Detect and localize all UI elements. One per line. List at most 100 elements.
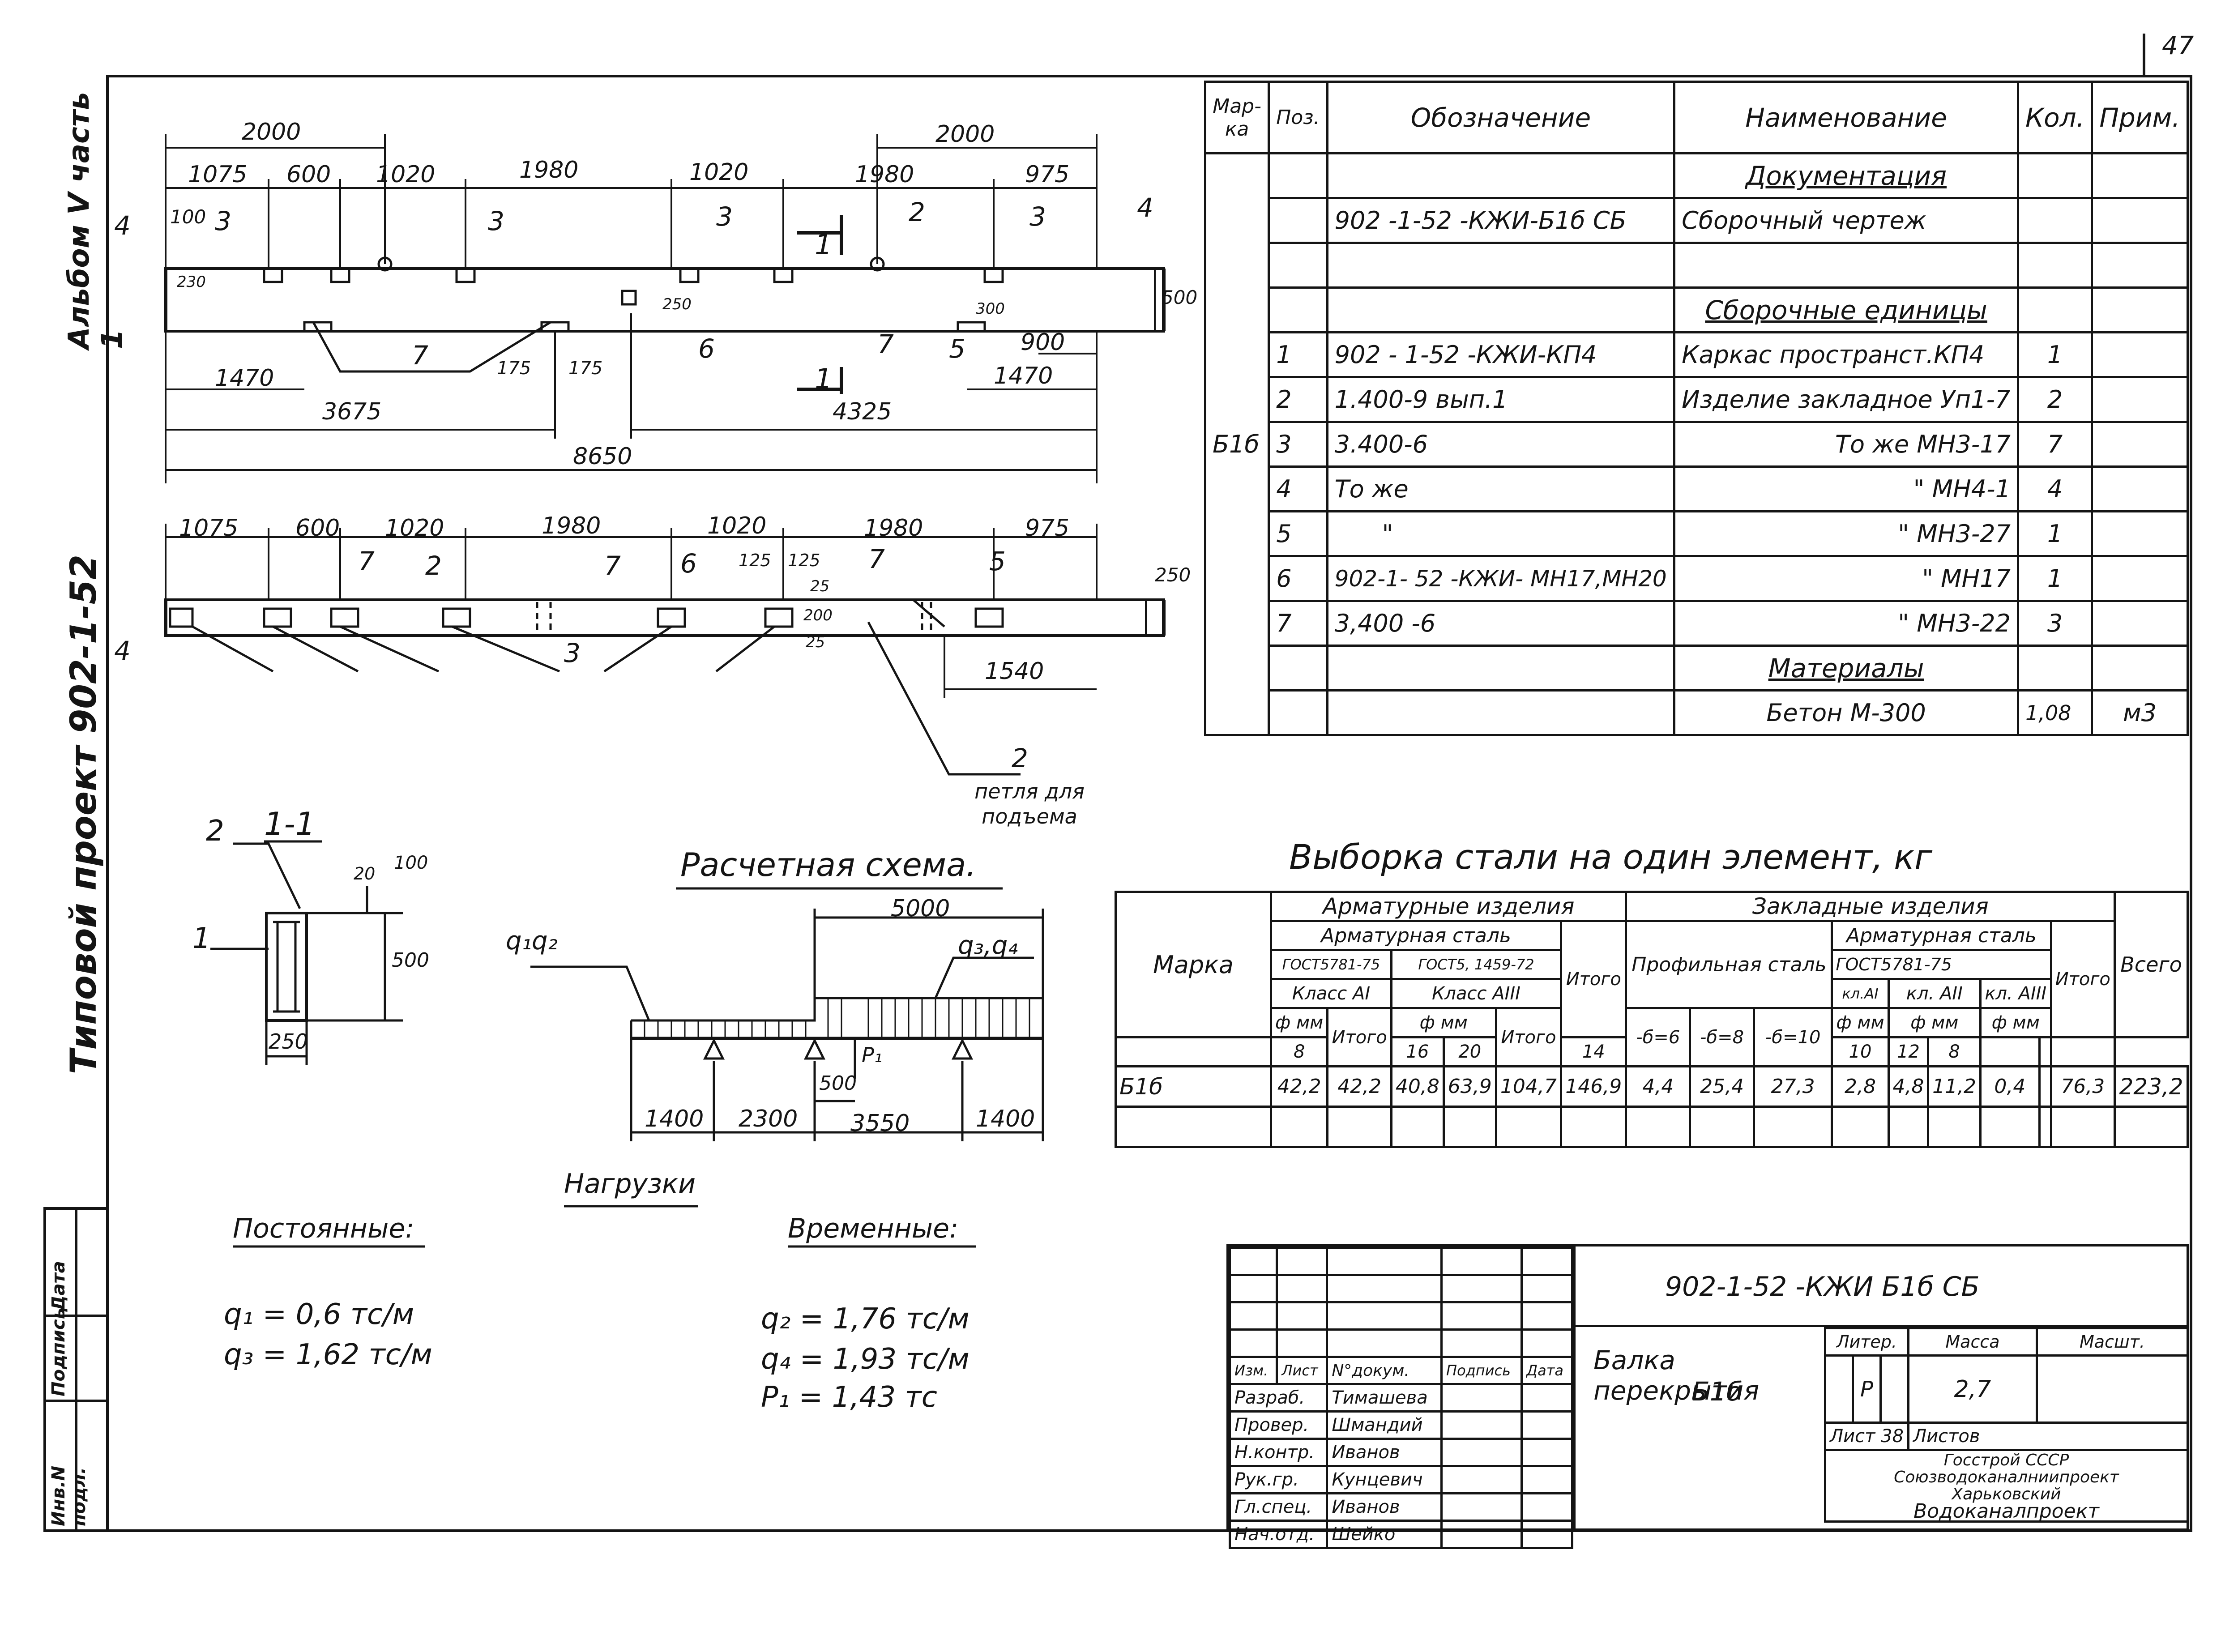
spec-row-doc: 902 -1-52 -КЖИ-Б1б СБ Сборочный чертеж <box>1205 197 2189 244</box>
section-dim-500: 500 <box>392 949 429 972</box>
table-row: 7 3,400 -6 " МН3-22 3 <box>1205 600 2189 647</box>
callout-4-right: 4 <box>1137 192 1153 223</box>
stamp-sign: Подпись <box>48 1308 69 1396</box>
table-row: Н.контр.Иванов <box>1228 1438 1573 1467</box>
callout-3d: 3 <box>1029 201 1046 232</box>
spec-row-units-section: Сборочные единицы <box>1205 286 2189 333</box>
drawing-name-mark: Б1б <box>1692 1376 1743 1407</box>
section-dim-20: 20 <box>354 864 376 884</box>
spec-row-doc-section: Б1б Документация <box>1204 152 2189 736</box>
vdim-230: 230 <box>177 273 206 291</box>
project-label: Типовой проект 902-1-52 <box>63 554 104 1074</box>
plan-dim-25a: 25 <box>810 577 830 595</box>
steel-table: Марка Арматурные изделия Закладные издел… <box>1115 891 2189 1148</box>
scheme-p-label: P₁ <box>862 1043 883 1067</box>
plan-callout-7a: 7 <box>358 546 375 576</box>
scheme-p-offset: 500 <box>819 1072 857 1095</box>
dim-1470-left: 1470 <box>215 365 274 392</box>
stamp-date: Дата <box>48 1261 69 1311</box>
steel-group-embed: Закладные изделия <box>1625 891 2116 922</box>
section-cut-top: 1 <box>815 228 833 261</box>
spec-row-materials-section: Материалы <box>1205 645 2189 692</box>
steel-group-reinf: Арматурные изделия <box>1269 891 1627 922</box>
plan-dim-975: 975 <box>1025 515 1070 542</box>
callout-7a: 7 <box>412 340 428 371</box>
dim-3675: 3675 <box>322 398 382 425</box>
scheme-span-2300: 2300 <box>739 1106 798 1132</box>
plan-callout-5: 5 <box>989 546 1006 576</box>
temporary-title: Временные: <box>788 1213 959 1244</box>
mass-value: 2,7 <box>1907 1354 2038 1424</box>
table-row: Б1б 42,2 42,2 40,8 63,9 104,7 146,9 4,4 … <box>1115 1065 2189 1108</box>
vdim-250: 250 <box>662 295 692 313</box>
steel-title: Выборка стали на один элемент, кг <box>1289 837 1933 877</box>
loads-title: Нагрузки <box>564 1168 696 1200</box>
doc-code: 902-1-52 -КЖИ Б1б СБ <box>1665 1271 1980 1302</box>
stamp-inv: Инв.N подл. <box>48 1465 90 1526</box>
plan-callout-4: 4 <box>114 636 131 666</box>
plan-callout-3: 3 <box>564 638 581 668</box>
table-row: Гл.спец.Иванов <box>1228 1492 1573 1522</box>
plan-dim-125a: 125 <box>739 551 771 570</box>
callout-3b: 3 <box>488 206 504 236</box>
dim-975: 975 <box>1025 161 1070 188</box>
table-row: Бетон М-300 1,08 м3 <box>1205 689 2189 736</box>
table-row: Нач.отд.Шейко <box>1228 1520 1573 1549</box>
load-q1: q₁ = 0,6 тс/м <box>224 1298 414 1331</box>
callout-3c: 3 <box>716 201 733 232</box>
plan-callout-7c: 7 <box>868 544 885 574</box>
dim-1980b: 1980 <box>855 161 914 188</box>
spec-header-row: Мар-ка Поз. Обозначение Наименование Кол… <box>1204 81 2189 154</box>
spec-head-designation: Обозначение <box>1326 81 1676 154</box>
section-cut-bottom: 1 <box>815 363 833 395</box>
plan-callout-7b: 7 <box>604 551 621 581</box>
plan-dim-25b: 25 <box>806 633 825 651</box>
section-dim-250: 250 <box>269 1029 308 1054</box>
section-title: 1-1 <box>264 806 316 842</box>
dim-1020a: 1020 <box>376 161 436 188</box>
spec-head-qty: Кол. <box>2016 81 2093 154</box>
dim-2000-right: 2000 <box>935 121 995 148</box>
spec-head-pos: Поз. <box>1268 81 1328 154</box>
title-block: Изм. Лист N°докум. Подпись Дата Разраб.Т… <box>1226 1244 2189 1549</box>
section-callout-2: 2 <box>206 815 224 848</box>
steel-head-total: Всего <box>2114 891 2189 1038</box>
spec-doc-designation: 902 -1-52 -КЖИ-Б1б СБ <box>1326 197 1676 244</box>
title-block-signatures: Изм. Лист N°докум. Подпись Дата Разраб.Т… <box>1228 1246 1573 1549</box>
table-row: 1 902 - 1-52 -КЖИ-КП4 Каркас пространст.… <box>1205 331 2189 378</box>
scheme-span-3550: 3550 <box>850 1110 910 1137</box>
plan-dim-600: 600 <box>295 515 340 542</box>
vdim-300: 300 <box>976 300 1005 318</box>
spec-head-note: Прим. <box>2091 81 2189 154</box>
callout-100: 100 <box>170 206 206 228</box>
dim-1075: 1075 <box>188 161 248 188</box>
table-row: Рук.гр.Кунцевич <box>1228 1465 1573 1494</box>
load-q4: q₄ = 1,93 тс/м <box>761 1343 970 1376</box>
scheme-span-1400b: 1400 <box>976 1106 1035 1132</box>
table-row: 4 То же " МН4-1 4 <box>1205 465 2189 512</box>
plan-dim-1540: 1540 <box>985 658 1044 685</box>
drawing-name: Балка перекрытия <box>1593 1345 1760 1406</box>
plan-dim-1020a: 1020 <box>385 515 444 542</box>
plan-callout-2: 2 <box>425 551 442 581</box>
organization: Госстрой СССР Союзводоканалниипроект Хар… <box>1824 1449 2189 1523</box>
scheme-span-1400a: 1400 <box>645 1106 704 1132</box>
scheme-load-left: q₁q₂ <box>506 926 558 956</box>
load-q3: q₃ = 1,62 тс/м <box>224 1338 432 1371</box>
callout-3a: 3 <box>215 206 231 236</box>
litera-value: Р <box>1852 1354 1882 1424</box>
lifting-loop-note: петля для подъема <box>974 779 1085 828</box>
spec-table: Мар-ка Поз. Обозначение Наименование Кол… <box>1204 81 2189 736</box>
plan-dim-1020b: 1020 <box>707 512 767 539</box>
table-row: 2 1.400-9 вып.1 Изделие закладное Уп1-7 … <box>1205 376 2189 423</box>
spec-section-materials: Материалы <box>1673 645 2019 692</box>
plan-vdim-250: 250 <box>1155 564 1191 586</box>
callout-6: 6 <box>698 333 715 364</box>
section-dim-100: 100 <box>394 853 428 873</box>
dim-900: 900 <box>1021 329 1065 356</box>
callout-4-left: 4 <box>114 210 131 241</box>
plan-dim-200: 200 <box>803 606 833 624</box>
table-row: 6 902-1- 52 -КЖИ- МН17,МН20 " МН17 1 <box>1205 555 2189 602</box>
load-q2: q₂ = 1,76 тс/м <box>761 1302 970 1336</box>
dim-175a: 175 <box>497 358 531 379</box>
